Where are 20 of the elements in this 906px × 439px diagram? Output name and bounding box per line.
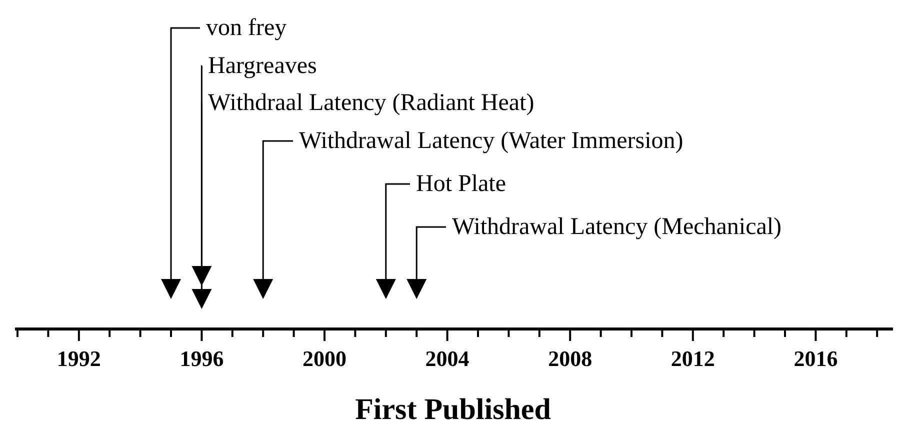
tick-label: 2004 (425, 346, 470, 372)
leader-arrow (253, 140, 293, 299)
axis-title: First Published (355, 393, 551, 427)
leader-arrow (192, 102, 212, 309)
event-label: Withdrawal Latency (Mechanical) (446, 213, 782, 241)
tick-label: 2012 (670, 346, 715, 372)
tick-label: 1992 (56, 346, 101, 372)
leader-arrow (406, 226, 446, 299)
tick-label: 2016 (794, 346, 838, 372)
leader-arrow (192, 65, 212, 286)
tick-label: 2008 (548, 346, 592, 372)
event-label: Hot Plate (410, 170, 506, 198)
tick-label: 2000 (302, 346, 346, 372)
leader-arrow (376, 183, 410, 299)
event-label: Withdraal Latency (Radiant Heat) (202, 89, 534, 117)
event-label: von frey (200, 14, 287, 42)
event-label: Withdrawal Latency (Water Immersion) (293, 127, 684, 155)
tick-label: 1996 (180, 346, 224, 372)
event-label: Hargreaves (202, 52, 317, 80)
leader-arrow (161, 27, 200, 299)
